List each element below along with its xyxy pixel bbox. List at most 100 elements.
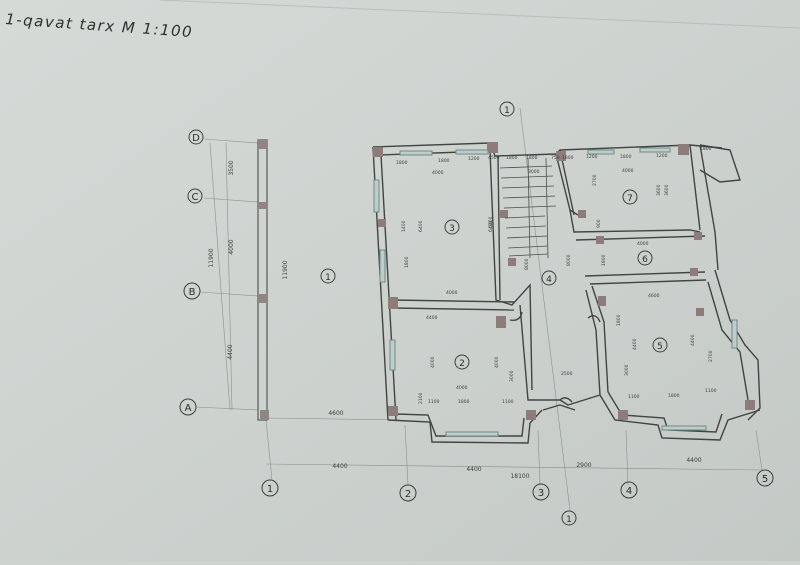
dim-room3-5: 1400: [401, 220, 407, 232]
dim-room7-5: 2700: [592, 174, 598, 186]
dim-room2-3: 4000: [430, 356, 436, 368]
dim-room7-1: 4000: [622, 168, 634, 174]
dim-top-room7-1: 1200: [586, 154, 598, 160]
dim-bottom-span-2: 4400: [466, 466, 481, 473]
windows: [373, 147, 738, 437]
dim-room7-3: 3600: [664, 184, 670, 196]
dim-room2-6: 1100: [428, 399, 440, 405]
dim-top-room7-4: 1800: [700, 146, 712, 152]
axis-grid: [195, 107, 763, 511]
svg-text:C: C: [192, 192, 199, 203]
svg-text:2: 2: [405, 489, 411, 500]
dim-room5-8: 1800: [668, 393, 680, 399]
dim-room2-7: 1800: [458, 399, 470, 405]
dim-room5-3: 4400: [690, 334, 696, 346]
dim-top-stair-2: 1800: [506, 155, 518, 161]
dim-room2-1: 4400: [426, 315, 438, 321]
room-2-marker: 2: [454, 354, 470, 370]
dim-ext-4600: 4600: [328, 410, 343, 417]
room-6-marker: 6: [637, 250, 653, 266]
row-axis-d: D: [188, 129, 204, 145]
svg-text:A: A: [185, 403, 192, 414]
dim-room5-9: 1100: [705, 388, 717, 394]
dim-room3-3: 6400: [418, 220, 424, 232]
svg-text:3: 3: [538, 488, 544, 499]
dim-top-stair-4: 750: [551, 155, 560, 161]
dim-room5-2: 4400: [632, 338, 638, 350]
row-axis-c: C: [187, 188, 203, 204]
dim-room3-4: 6400: [488, 220, 494, 232]
dim-room2-8: 1100: [502, 399, 514, 405]
dim-stair-4: 8000: [566, 254, 572, 266]
row-axis-markers: D C B A: [179, 129, 204, 416]
svg-text:1: 1: [325, 273, 331, 283]
dim-room2-4: 4000: [494, 356, 500, 368]
stair-treads: [499, 157, 557, 259]
dim-room4-1: 2500: [561, 371, 573, 377]
dim-room5-4: 3000: [624, 364, 630, 376]
dim-left-span-3: 4400: [227, 344, 234, 359]
svg-text:7: 7: [627, 194, 633, 204]
section-markers: 1 1 1: [320, 101, 577, 526]
dim-room2-2: 4000: [456, 385, 468, 391]
dim-bottom-span-4: 4400: [686, 457, 701, 464]
dim-room3-2: 4000: [446, 290, 458, 296]
svg-text:B: B: [189, 287, 196, 298]
room-4-marker: 4: [541, 270, 557, 286]
dim-wall-length: 11900: [282, 260, 289, 279]
columns: [373, 142, 755, 420]
svg-text:1: 1: [566, 515, 572, 525]
column-axis-1: 1: [261, 479, 279, 497]
dim-top-room7-2: 1800: [620, 154, 632, 160]
svg-text:4: 4: [626, 486, 632, 497]
svg-text:6: 6: [642, 255, 648, 265]
dim-room5-5: 1800: [616, 314, 622, 326]
svg-text:D: D: [192, 133, 200, 144]
column-axis-4: 4: [620, 481, 638, 499]
svg-text:5: 5: [762, 474, 768, 485]
dim-stair-3: 8000: [524, 258, 530, 270]
svg-text:1: 1: [267, 484, 273, 495]
dim-room7-2: 3600: [656, 184, 662, 196]
row-axis-a: A: [179, 398, 197, 416]
section-mark-top: 1: [499, 101, 515, 117]
dim-stair-2: 6400: [488, 216, 494, 228]
top-dimensions: 1800 1800 1200 4500 1800 1800 750 1800 1…: [396, 146, 712, 166]
dim-room5-6: 2700: [708, 350, 714, 362]
svg-text:3: 3: [449, 224, 455, 234]
detached-wall: [257, 139, 269, 421]
column-axis-2: 2: [399, 484, 417, 502]
dim-top-stair-3: 1800: [526, 155, 538, 161]
dim-room6-2: 1800: [601, 254, 607, 266]
row-axis-b: B: [183, 282, 201, 300]
dim-left-total: 11900: [208, 248, 215, 267]
dim-top-room3-3: 1200: [468, 156, 480, 162]
dim-room6-1: 4000: [637, 241, 649, 247]
room-markers: 3 2 4 7 6 5: [444, 189, 668, 370]
dim-room3-6: 1800: [404, 256, 410, 268]
dim-room2-5: 3000: [509, 370, 515, 382]
dim-room5-7: 1100: [628, 394, 640, 400]
dim-left-span-1: 3500: [228, 160, 235, 175]
column-axis-3: 3: [532, 483, 550, 501]
section-mark-bottom: 1: [561, 510, 577, 526]
room-3-marker: 3: [444, 219, 460, 235]
svg-text:1: 1: [504, 106, 510, 116]
dim-left-span-2: 4000: [228, 239, 235, 254]
dim-room5-1: 4600: [648, 293, 660, 299]
dim-room2-9: 2100: [418, 392, 424, 404]
section-mark-wall: 1: [320, 268, 336, 284]
column-axis-5: 5: [756, 469, 774, 487]
svg-text:2: 2: [459, 359, 465, 369]
room-dimensions: 4000 4000 6400 6400 1400 1800 4400 4000 …: [401, 168, 717, 405]
dim-room7-4: 900: [596, 219, 602, 228]
dim-top-room7-3: 1200: [656, 153, 668, 159]
dim-top-stair-5: 1800: [562, 155, 574, 161]
svg-text:5: 5: [657, 342, 663, 352]
dim-top-room3-1: 1800: [438, 158, 450, 164]
column-axis-markers: 1 2 3 4 5: [261, 469, 774, 502]
dim-stair-1: 3000: [528, 169, 540, 175]
dim-room3-1: 4000: [432, 170, 444, 176]
